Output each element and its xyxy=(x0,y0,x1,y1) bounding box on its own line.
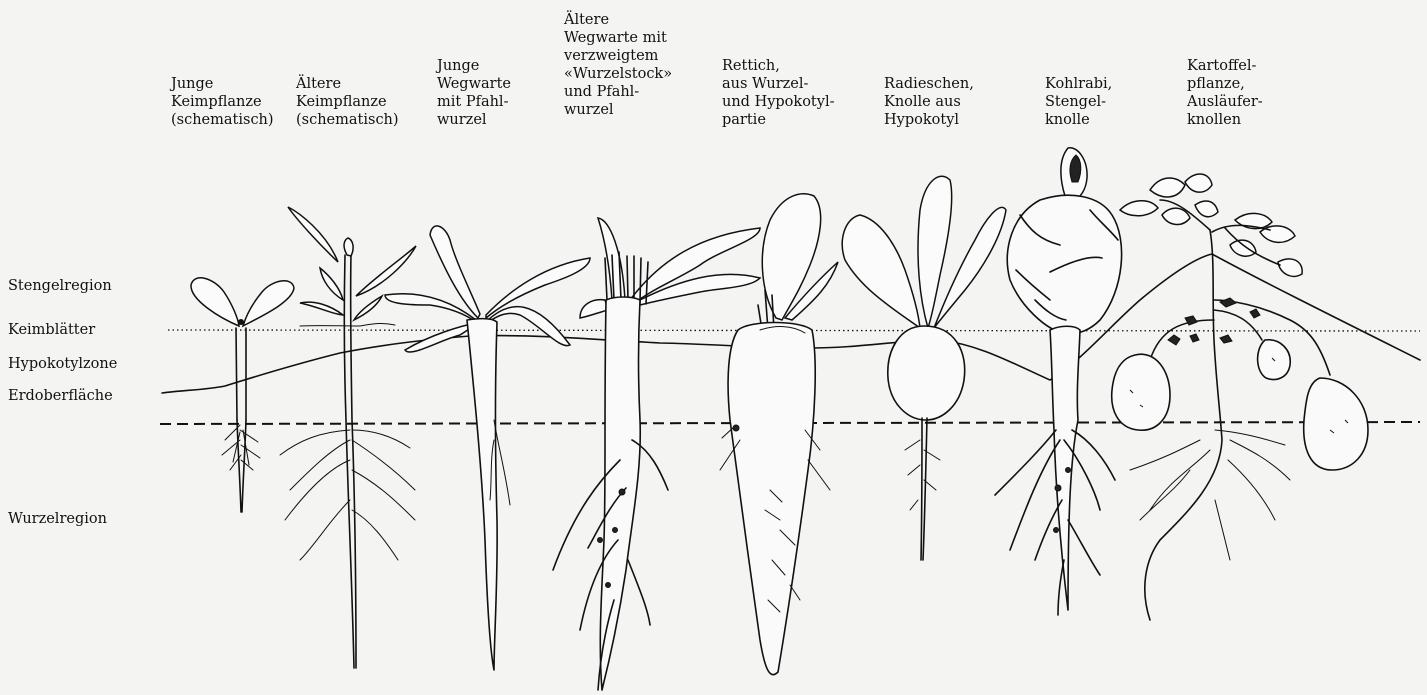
plant-junge-wegwarte xyxy=(385,226,590,670)
plant-aeltere-wegwarte xyxy=(553,218,760,690)
plant-kohlrabi xyxy=(995,148,1122,615)
plant-junge-keimpflanze xyxy=(191,278,294,512)
plant-aeltere-keimpflanze xyxy=(280,207,416,668)
plant-rettich xyxy=(720,194,838,675)
plant-kartoffelpflanze xyxy=(1112,174,1368,620)
plant-radieschen xyxy=(842,176,1006,560)
